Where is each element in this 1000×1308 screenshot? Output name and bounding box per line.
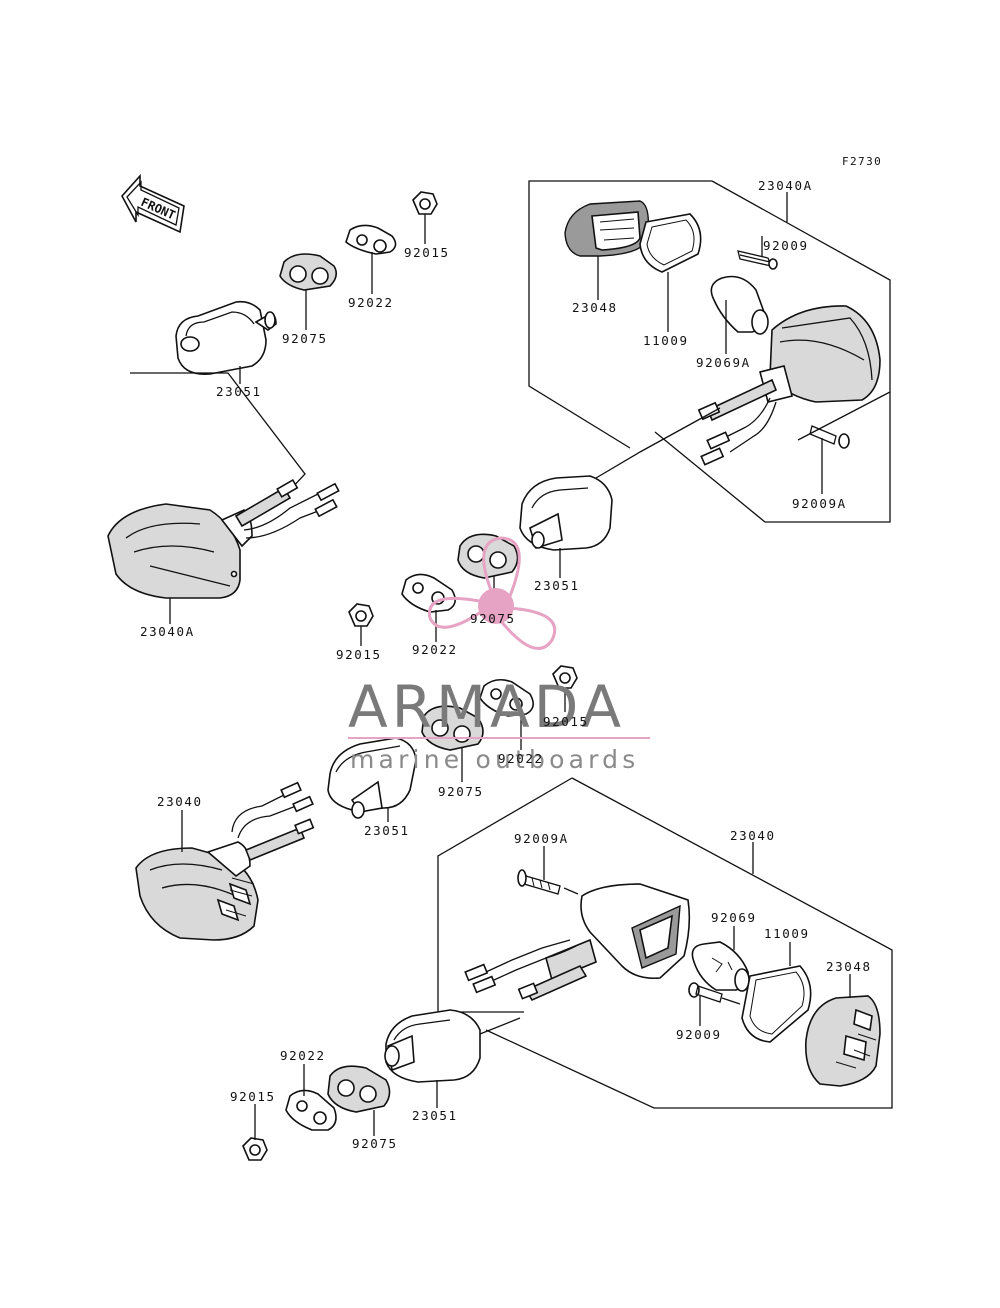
front-arrow-icon: FRONT (121, 173, 185, 234)
label-23051-d: 23051 (412, 1108, 458, 1123)
label-92009-low: 92009 (676, 1027, 722, 1042)
bracket-23051-bottom (384, 1009, 521, 1083)
label-23040-left: 23040 (157, 794, 203, 809)
label-92009A-low: 92009A (514, 831, 569, 846)
armada-watermark: ARMADA marine outboards (348, 536, 650, 774)
grommet-92075-bottom (327, 1065, 391, 1113)
label-11009-top: 11009 (643, 333, 689, 348)
grommet-92075-center (457, 533, 519, 579)
label-92075-d: 92075 (352, 1136, 398, 1151)
watermark-tagline: marine outboards (350, 745, 639, 774)
plate-92022-bottom (285, 1089, 337, 1131)
plate-92022-center (401, 573, 456, 613)
nut-92015-lower (552, 665, 578, 689)
label-11009-low: 11009 (764, 926, 810, 941)
label-92075-b: 92075 (470, 611, 516, 626)
label-23048-top: 23048 (572, 300, 618, 315)
gasket-11009-low (741, 965, 812, 1043)
label-92075-c: 92075 (438, 784, 484, 799)
housing-23040-right (464, 883, 691, 1002)
housing-23040-left (135, 781, 315, 941)
label-92015-c: 92015 (543, 714, 589, 729)
bracket-23051-lower (327, 737, 417, 819)
label-23040-right: 23040 (730, 828, 776, 843)
box-23040A-outline (528, 180, 891, 523)
housing-23040A-top (697, 305, 881, 466)
label-92022-a: 92022 (348, 295, 394, 310)
label-23040A-left: 23040A (140, 624, 195, 639)
propeller-logo-icon (427, 536, 557, 650)
watermark-brand: ARMADA (348, 673, 625, 741)
label-92022-b: 92022 (412, 642, 458, 657)
screw-92009-top (737, 250, 778, 270)
screw-92009A-right (809, 425, 850, 449)
figure-code: F2730 (842, 155, 882, 168)
label-92022-c: 92022 (498, 751, 544, 766)
label-23051-b: 23051 (534, 578, 580, 593)
grommet-92075-top (279, 253, 338, 291)
label-92069A: 92069A (696, 355, 751, 370)
label-92069: 92069 (711, 910, 757, 925)
nut-92015-top (412, 191, 438, 215)
nut-92015-center (348, 603, 374, 627)
plate-92022-lower (479, 678, 534, 717)
bulb-92069 (691, 941, 750, 992)
label-23051-a: 23051 (216, 384, 262, 399)
label-23048-low: 23048 (826, 959, 872, 974)
label-92009A-right: 92009A (792, 496, 847, 511)
leader-lines (169, 192, 851, 1140)
label-92022-d: 92022 (280, 1048, 326, 1063)
label-92015-b: 92015 (336, 647, 382, 662)
nut-92015-bottom (242, 1137, 268, 1161)
label-92009-top: 92009 (763, 238, 809, 253)
bracket-23051-center (519, 407, 721, 551)
box-23040-outline (437, 777, 893, 1109)
label-23051-c: 23051 (364, 823, 410, 838)
label-92015-a: 92015 (404, 245, 450, 260)
part-labels: 23040A 92009 23048 11009 92069A 92009A 9… (140, 178, 872, 1151)
gasket-11009-top (639, 213, 702, 273)
lens-23048-low (804, 995, 881, 1087)
label-92075-a: 92075 (282, 331, 328, 346)
lens-23048-top (564, 200, 650, 257)
plate-92022-top (345, 224, 397, 255)
bulb-92069A (710, 275, 769, 335)
screw-92009A-low (517, 869, 579, 895)
label-92015-d: 92015 (230, 1089, 276, 1104)
label-23040A-top: 23040A (758, 178, 813, 193)
bracket-23051-top (175, 300, 277, 375)
housing-23040A-left (107, 372, 340, 599)
screw-92009-low (688, 982, 741, 1005)
